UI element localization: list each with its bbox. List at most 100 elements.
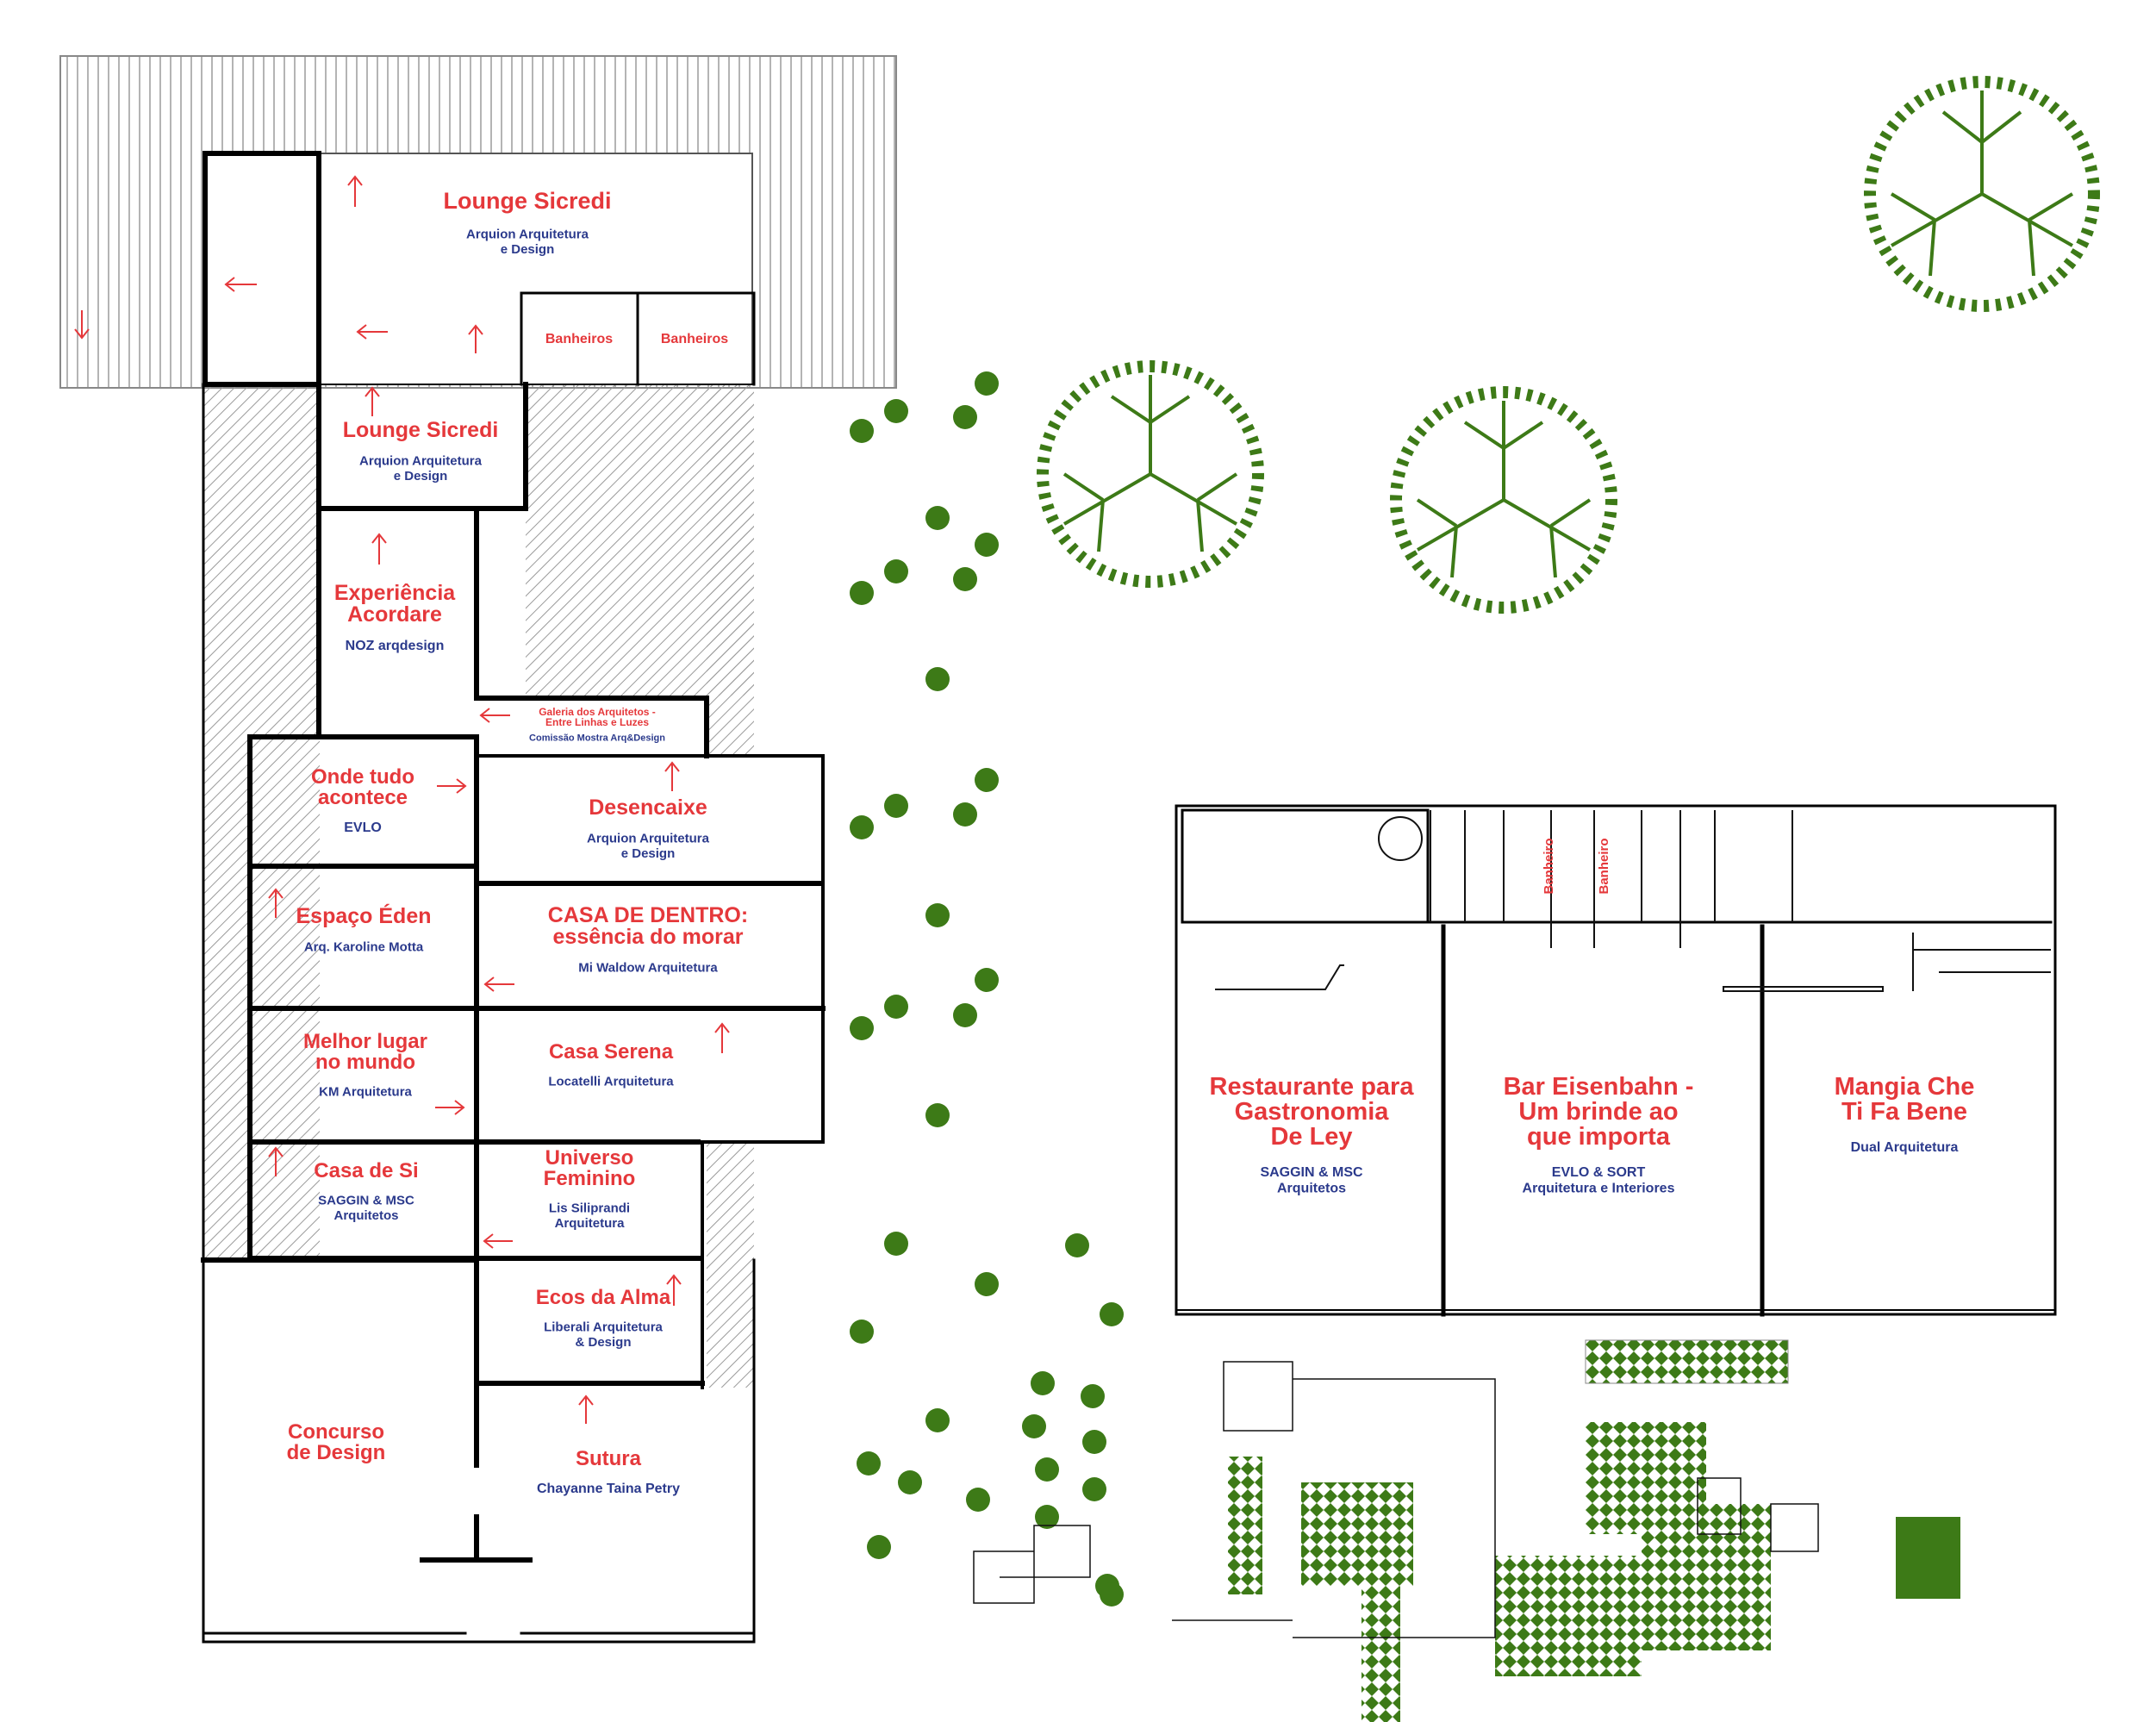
arrow-icon (666, 1274, 682, 1306)
room-firm: EVLO (344, 820, 382, 835)
shrub-icon (953, 1003, 977, 1027)
room-firm: Liberali Arquitetura (544, 1320, 663, 1335)
shrub-icon (850, 419, 874, 443)
arrow-icon (664, 761, 680, 791)
room-firm: Arquion Arquitetura (587, 832, 710, 846)
shrub-icon (1082, 1477, 1106, 1501)
shrub-icon (884, 995, 908, 1019)
room-firm: Arq. Karoline Motta (304, 940, 424, 955)
room-firm: Lis Siliprandi (549, 1201, 630, 1216)
room-name: acontece (318, 786, 408, 809)
room-name: Restaurante para (1210, 1073, 1415, 1101)
direction-arrows (74, 175, 730, 1424)
tree-icon (1390, 386, 1617, 614)
shrub-icon (884, 399, 908, 423)
room-firm: Arquitetos (1277, 1181, 1346, 1195)
hatched-zones (203, 385, 754, 1388)
room-name: Banheiro (1542, 838, 1556, 894)
room-name: Casa de Si (314, 1159, 418, 1182)
arrow-icon (435, 1100, 465, 1115)
shrub-icon (1100, 1302, 1124, 1326)
room-name: Desencaixe (589, 795, 707, 820)
room-name: Lounge Sicredi (343, 418, 499, 442)
room-name: Gastronomia (1235, 1098, 1390, 1126)
arrow-icon (356, 324, 388, 340)
room-firm: Arquion Arquitetura (359, 454, 483, 469)
arrow-icon (714, 1022, 730, 1053)
shrub-icon (925, 1408, 950, 1432)
shrub-icon (966, 1488, 990, 1512)
trees (1037, 76, 2100, 614)
shrubs (850, 371, 1124, 1598)
room-name: CASA DE DENTRO: (548, 903, 748, 927)
right-building (1175, 804, 2057, 1317)
room-name: Ti Fa Bene (1841, 1098, 1967, 1126)
room-name: Lounge Sicredi (443, 188, 611, 214)
shrub-icon (975, 371, 999, 396)
shrub-icon (975, 768, 999, 792)
arrow-icon (578, 1394, 594, 1424)
room-firm: Dual Arquitetura (1851, 1140, 1959, 1155)
shrub-icon (850, 1320, 874, 1344)
room-name: no mundo (315, 1051, 415, 1074)
room-firm: KM Arquitetura (319, 1085, 412, 1100)
arrow-icon (483, 976, 514, 992)
room-name: Bar Eisenbahn - (1504, 1073, 1694, 1101)
arrow-icon (268, 1146, 284, 1176)
room-firm: Arquitetura e Interiores (1523, 1181, 1675, 1195)
room-name: de Design (287, 1441, 386, 1464)
room-firm: Locatelli Arquitetura (548, 1075, 674, 1089)
arrow-icon (479, 708, 510, 723)
room-name: Concurso (288, 1420, 384, 1444)
room-label-banheiros-2: Banheiros (661, 332, 728, 346)
shrub-icon (867, 1535, 891, 1559)
room-firm: e Design (621, 846, 676, 861)
room-firm: Comissão Mostra Arq&Design (529, 733, 665, 744)
room-name: Universo (545, 1146, 634, 1170)
arrow-icon (268, 888, 284, 918)
shrub-icon (1082, 1430, 1106, 1454)
room-name: que importa (1527, 1123, 1671, 1151)
room-name: Banheiros (545, 332, 613, 346)
tree-icon (1037, 360, 1264, 588)
room-name: essência do morar (553, 925, 744, 949)
room-firm: Arquitetura (555, 1216, 625, 1231)
room-name: Experiência (334, 581, 456, 605)
room-name: Sutura (576, 1447, 642, 1470)
room-name: De Ley (1270, 1123, 1352, 1151)
shrub-icon (884, 1232, 908, 1256)
shrub-icon (898, 1470, 922, 1494)
arrow-icon (224, 277, 257, 292)
arrow-icon (347, 175, 363, 207)
shrub-icon (953, 405, 977, 429)
shrub-icon (1035, 1457, 1059, 1482)
room-name: Banheiros (661, 332, 728, 346)
shrub-icon (975, 533, 999, 557)
shrub-icon (1022, 1414, 1046, 1438)
shrub-icon (975, 1272, 999, 1296)
shrub-icon (1035, 1505, 1059, 1529)
shrub-icon (850, 581, 874, 605)
room-name: Melhor lugar (303, 1030, 427, 1053)
room-name: Ecos da Alma (536, 1286, 671, 1309)
room-firm: Arquitetos (334, 1208, 399, 1223)
room-name: Mangia Che (1835, 1073, 1975, 1101)
shrub-icon (857, 1451, 881, 1476)
room-label-banheiro-1: Banheiro (1542, 838, 1556, 894)
shrub-icon (925, 1103, 950, 1127)
room-label-galeria: Galeria dos Arquitetos -Entre Linhas e L… (529, 706, 665, 744)
